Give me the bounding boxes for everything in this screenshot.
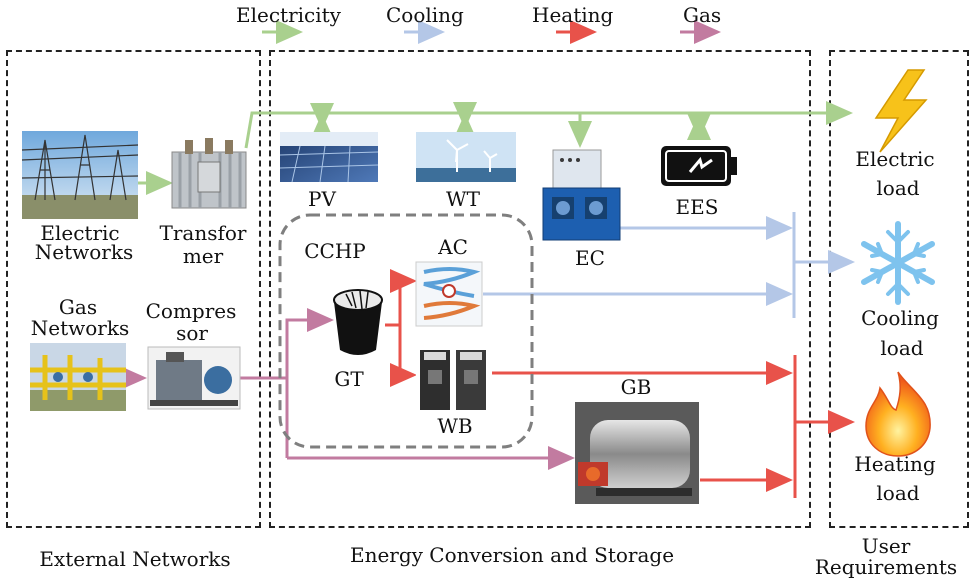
user-requirements-box bbox=[829, 50, 969, 528]
transformer-label-line1: Transfor bbox=[159, 221, 247, 245]
compressor-image bbox=[147, 346, 241, 410]
compressor-label-line2: sor bbox=[176, 321, 208, 345]
cooling-flows bbox=[483, 212, 855, 318]
ec-label: EC bbox=[575, 246, 605, 270]
electric-load-label-line2: load bbox=[876, 176, 920, 200]
electric-networks-label-line2: Networks bbox=[34, 240, 134, 264]
gb-label: GB bbox=[620, 375, 652, 399]
cchp-label: CCHP bbox=[304, 239, 366, 263]
wt-image bbox=[416, 132, 516, 182]
wt-label: WT bbox=[446, 187, 480, 211]
snowflake-icon bbox=[861, 221, 935, 305]
battery-icon bbox=[661, 146, 737, 186]
cchp-boundary bbox=[278, 213, 534, 449]
electricity-flows bbox=[138, 101, 853, 195]
heating-load-label-line2: load bbox=[876, 481, 920, 505]
ac-image bbox=[415, 261, 483, 327]
ees-label: EES bbox=[675, 195, 719, 219]
wb-label: WB bbox=[437, 414, 473, 438]
pv-label: PV bbox=[308, 187, 336, 211]
pv-image bbox=[279, 132, 379, 183]
gt-label: GT bbox=[334, 367, 364, 391]
electric-networks-image bbox=[21, 131, 139, 219]
electric-load-label-line1: Electric bbox=[855, 147, 935, 171]
gas-networks-label-line2: Networks bbox=[30, 316, 130, 340]
compressor-label-line1: Compres bbox=[145, 299, 237, 323]
legend-electricity-label: Electricity bbox=[236, 3, 341, 27]
user-requirements-label-line1: User bbox=[861, 534, 911, 558]
transformer-label-line2: mer bbox=[182, 244, 224, 268]
electric-networks-label-line1: Electric bbox=[40, 221, 120, 245]
gt-turbine-icon bbox=[333, 289, 383, 355]
wb-image bbox=[416, 344, 492, 412]
ec-image bbox=[542, 149, 621, 241]
cooling-load-label-line1: Cooling bbox=[861, 306, 939, 330]
user-requirements-label-line2: Requirements bbox=[814, 555, 958, 579]
legend-gas-label: Gas bbox=[683, 3, 722, 27]
gas-networks-image bbox=[30, 343, 126, 411]
flame-icon bbox=[865, 371, 931, 457]
legend-heating-label: Heating bbox=[532, 3, 614, 27]
legend-cooling-label: Cooling bbox=[386, 3, 464, 27]
external-networks-box bbox=[6, 50, 261, 528]
external-networks-label: External Networks bbox=[39, 547, 231, 571]
gb-boiler-image bbox=[575, 402, 699, 504]
lightning-icon bbox=[874, 69, 928, 153]
cooling-load-label-line2: load bbox=[880, 336, 924, 360]
transformer-image bbox=[171, 138, 247, 209]
heating-load-label-line1: Heating bbox=[854, 452, 936, 476]
ac-label: AC bbox=[438, 235, 468, 259]
gas-networks-label-line1: Gas bbox=[58, 295, 98, 319]
energy-conversion-box bbox=[269, 50, 811, 528]
heating-flows bbox=[385, 269, 855, 498]
energy-conversion-label: Energy Conversion and Storage bbox=[349, 543, 675, 567]
